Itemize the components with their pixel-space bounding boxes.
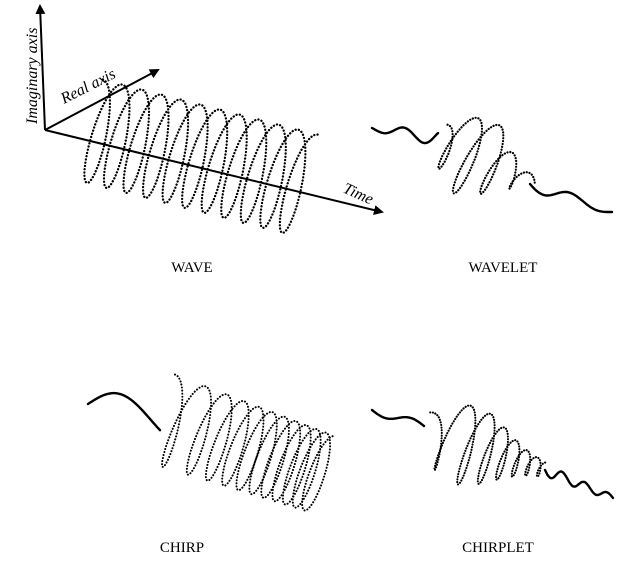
- chirplet-panel: CHIRPLET: [372, 406, 613, 557]
- wave-helix: [84, 80, 318, 233]
- chirplet-tail-left: [372, 410, 424, 426]
- chirplet-helix: [430, 406, 547, 485]
- imaginary-axis-label: Imaginary axis: [24, 28, 41, 125]
- chirp-panel: CHIRP: [88, 375, 335, 557]
- wavelet-tail-left: [372, 128, 438, 144]
- wavelet-caption: WAVELET: [469, 260, 538, 276]
- wavelet-tail-right: [530, 184, 612, 212]
- wave-caption: WAVE: [171, 260, 212, 276]
- chirp-caption: CHIRP: [160, 540, 204, 556]
- chirplet-caption: CHIRPLET: [462, 540, 534, 556]
- axes-group: Imaginary axis Real axis Time: [24, 6, 382, 212]
- wavelet-panel: WAVELET: [372, 118, 612, 276]
- chirp-tail: [88, 393, 160, 430]
- wave-panel: WAVE: [84, 80, 318, 276]
- chirplet-tail-right: [545, 470, 613, 498]
- chirp-helix: [162, 375, 335, 511]
- wavelet-helix: [438, 118, 535, 194]
